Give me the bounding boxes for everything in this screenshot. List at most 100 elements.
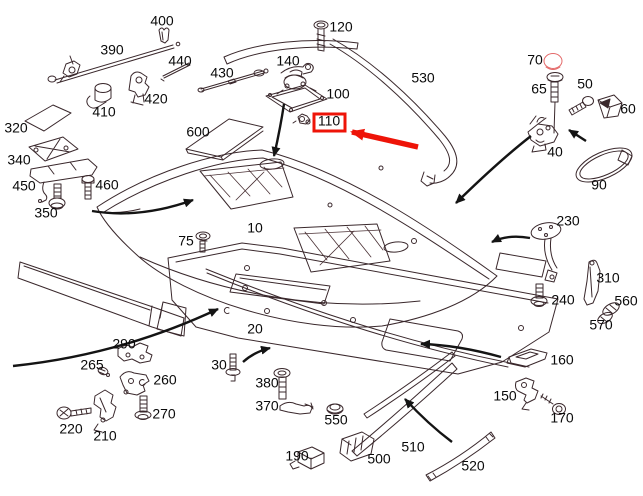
part-90-ring-seal-drawing — [575, 147, 633, 183]
part-460-bolt-drawing — [81, 175, 95, 200]
part-label-265: 265 — [80, 357, 104, 373]
part-label-240: 240 — [551, 292, 575, 308]
part-240-bolt-drawing — [530, 283, 548, 307]
part-550-grommet-drawing — [326, 403, 344, 415]
part-270-bolt-drawing — [134, 395, 152, 420]
arrow-lock-to-lid — [271, 103, 286, 157]
part-310-strip-drawing — [583, 259, 601, 306]
arrow-bracket-to-liner — [420, 339, 502, 359]
part-label-340: 340 — [7, 152, 31, 168]
part-290-bracket-drawing — [117, 342, 153, 364]
part-label-110: 110 — [318, 113, 341, 129]
part-label-520: 520 — [461, 458, 485, 474]
part-label-310: 310 — [596, 270, 620, 286]
part-label-220: 220 — [59, 421, 83, 437]
part-370-bracket-drawing — [279, 401, 314, 415]
part-label-530: 530 — [411, 70, 435, 86]
part-label-50: 50 — [577, 76, 593, 92]
part-label-140: 140 — [276, 53, 300, 69]
highlight-layer — [312, 112, 419, 150]
part-label-430: 430 — [210, 65, 234, 81]
arrow-seal-to-striker — [568, 128, 587, 143]
part-label-350: 350 — [34, 205, 58, 221]
part-410-bracket-drawing — [86, 83, 112, 109]
part-label-70: 70 — [527, 52, 543, 68]
part-340-plate-drawing — [28, 136, 79, 162]
part-60-clip-drawing — [597, 94, 623, 119]
part-230-support-drawing — [530, 222, 562, 283]
part-210-hinge-drawing — [93, 389, 117, 433]
part-label-460: 460 — [95, 177, 119, 193]
part-label-210: 210 — [93, 428, 117, 444]
part-label-65: 65 — [531, 81, 547, 97]
part-265-screw-drawing — [97, 366, 110, 377]
part-windbreak-strip-drawing — [223, 40, 359, 65]
part-label-120: 120 — [329, 19, 353, 35]
part-label-160: 160 — [550, 352, 574, 368]
part-label-290: 290 — [112, 336, 136, 352]
highlight-box-110 — [312, 112, 347, 133]
part-450-bracket-drawing — [29, 158, 98, 203]
part-label-60: 60 — [620, 101, 636, 117]
part-label-100: 100 — [326, 86, 350, 102]
part-label-10: 10 — [247, 220, 263, 236]
part-220-screw-drawing — [56, 406, 92, 420]
part-150-latch-drawing — [515, 377, 539, 411]
part-label-260: 260 — [153, 372, 177, 388]
part-label-500: 500 — [367, 451, 391, 467]
arrow-to-lid-left — [91, 198, 194, 215]
part-530-molding-strip-drawing — [329, 38, 458, 187]
part-350-screw-drawing — [48, 183, 66, 210]
part-120-screw-drawing — [313, 20, 329, 52]
part-labels-layer: 1020304050606570759010011012014015016017… — [4, 13, 638, 474]
part-50-screw-drawing — [568, 96, 594, 116]
part-510-strip-drawing — [351, 351, 458, 457]
part-label-370: 370 — [255, 398, 279, 414]
part-label-410: 410 — [92, 104, 116, 120]
part-label-190: 190 — [285, 448, 309, 464]
part-10-trunk-lid-drawing — [94, 149, 498, 328]
part-100-lock-unit-drawing — [265, 69, 328, 113]
part-label-400: 400 — [150, 13, 174, 29]
part-190-box-drawing — [289, 446, 325, 470]
arrow-strip-to-liner — [404, 398, 453, 443]
part-600-mat-drawing — [185, 118, 264, 161]
part-500-end-cap-drawing — [339, 431, 375, 462]
part-30-screw-drawing — [225, 353, 241, 382]
part-260-bracket-drawing — [119, 371, 150, 396]
part-label-30: 30 — [211, 357, 227, 373]
part-label-230: 230 — [556, 213, 580, 229]
part-170-bolt-drawing — [540, 393, 566, 415]
part-320-pad-drawing — [24, 104, 72, 132]
part-label-380: 380 — [255, 375, 279, 391]
part-label-510: 510 — [401, 439, 425, 455]
part-label-550: 550 — [324, 412, 348, 428]
direction-arrows-layer — [12, 103, 587, 443]
part-label-560: 560 — [614, 293, 638, 309]
part-label-270: 270 — [152, 406, 176, 422]
arrow-striker-to-lid — [455, 135, 532, 204]
part-label-450: 450 — [12, 178, 36, 194]
part-65-screw-drawing — [546, 72, 564, 134]
part-label-600: 600 — [186, 124, 210, 140]
part-75-screw-drawing — [195, 231, 211, 253]
part-label-150: 150 — [493, 388, 517, 404]
arrow-to-liner-left — [12, 307, 219, 368]
part-label-420: 420 — [144, 91, 168, 107]
part-420-bracket-drawing — [128, 71, 150, 106]
part-390-rod-drawing — [47, 41, 181, 84]
part-520-strip-drawing — [425, 431, 496, 482]
part-110-clip-drawing — [292, 113, 311, 125]
part-440-rod-drawing — [160, 62, 191, 82]
part-label-320: 320 — [4, 120, 28, 136]
part-70-ring-drawing — [543, 53, 563, 70]
part-label-40: 40 — [547, 144, 563, 160]
part-label-390: 390 — [100, 42, 124, 58]
part-380-screw-drawing — [273, 368, 291, 400]
part-label-20: 20 — [247, 321, 263, 337]
part-label-75: 75 — [178, 233, 194, 249]
part-140-hook-drawing — [280, 62, 314, 75]
part-label-440: 440 — [168, 53, 192, 69]
